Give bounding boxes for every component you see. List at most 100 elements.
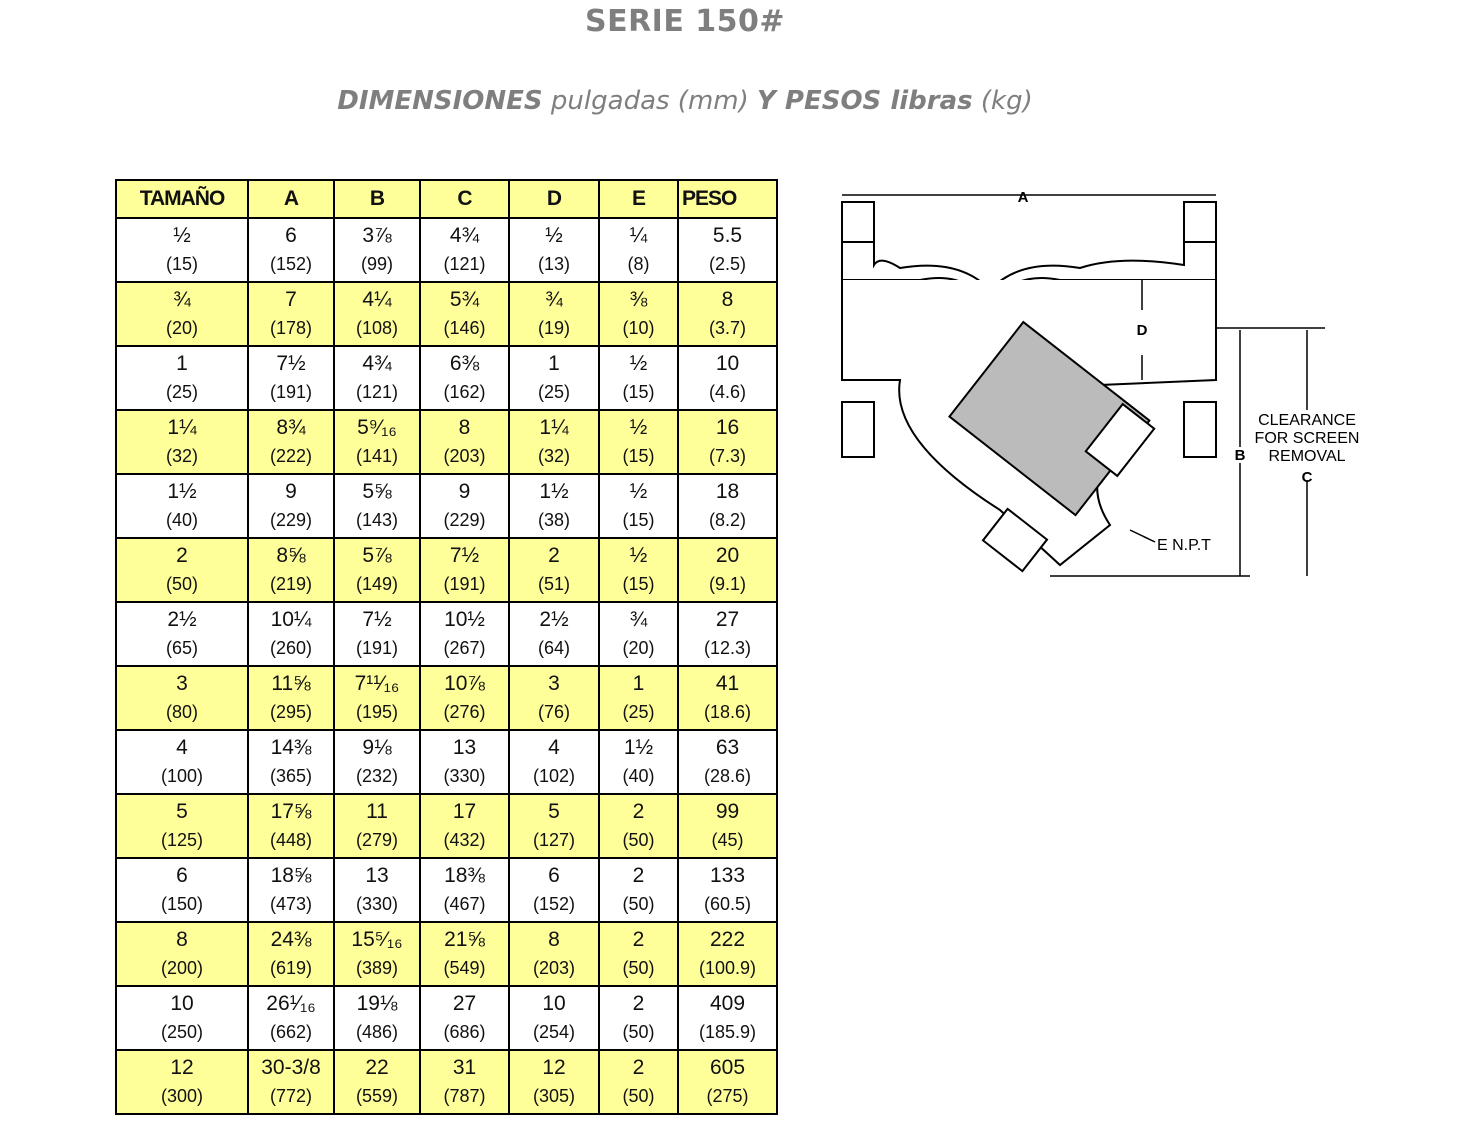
cell-peso: 27(12.3)	[677, 601, 778, 667]
cell-b: 22(559)	[333, 1049, 421, 1115]
value-inches: 18	[715, 480, 740, 503]
value-inches: 3	[548, 672, 560, 695]
table-row: 1½(40)9(229)5⅝(143)9(229)1½(38)½(15)18(8…	[115, 473, 778, 539]
value-inches: 8	[458, 416, 471, 439]
cell-c: 31(787)	[419, 1049, 510, 1115]
value-inches: 30-3/8	[261, 1056, 321, 1079]
cell-peso: 99(45)	[677, 793, 778, 859]
value-inches: 4¼	[362, 288, 392, 311]
value-inches: 13	[452, 736, 477, 759]
cell-b: 3⅞(99)	[333, 217, 421, 283]
cell-c: 18⅜(467)	[419, 857, 510, 923]
value-inches: 22	[365, 1056, 389, 1079]
cell-b: 7¹¹⁄₁₆(195)	[333, 665, 421, 731]
value-inches: 10¼	[270, 608, 312, 631]
table-row: 12(300)30-3/8(772)22(559)31(787)12(305)2…	[115, 1049, 778, 1115]
cell-tamano: 2 (50)	[115, 537, 249, 603]
value-metric: (15)	[622, 510, 655, 530]
label-d: D	[1137, 322, 1148, 339]
value-inches: 21⅝	[444, 928, 485, 951]
value-inches: 18⅝	[270, 864, 312, 887]
value-metric: (219)	[269, 574, 313, 594]
value-inches: 2	[548, 544, 560, 567]
value-metric: (38)	[537, 510, 570, 530]
value-metric: (143)	[355, 510, 399, 530]
cell-e: 2(50)	[598, 793, 679, 859]
value-metric: (619)	[269, 958, 313, 978]
value-inches: 2	[632, 992, 645, 1015]
value-metric: (50)	[165, 574, 198, 594]
cap-plug	[981, 507, 1049, 573]
value-inches: 8¾	[276, 416, 306, 439]
value-inches: 12	[542, 1056, 566, 1079]
value-inches: 10	[715, 352, 740, 375]
left-flange-bottom	[841, 401, 875, 458]
value-metric: (178)	[269, 318, 313, 338]
value-inches: 6	[176, 864, 188, 887]
cell-peso: 20(9.1)	[677, 537, 778, 603]
cell-tamano: 2½(65)	[115, 601, 249, 667]
value-metric: (50)	[622, 830, 655, 850]
cell-tamano: 8(200)	[115, 921, 249, 987]
value-metric: (20)	[165, 318, 198, 338]
cell-e: ½(15)	[598, 409, 679, 475]
cell-c: 17(432)	[419, 793, 510, 859]
value-metric: (141)	[355, 446, 399, 466]
cell-b: 4¾(121)	[333, 345, 421, 411]
value-metric: (295)	[269, 702, 313, 722]
clearance-line-2: FOR SCREEN	[1255, 430, 1360, 447]
value-inches: 1	[632, 672, 645, 695]
cell-c: 8(203)	[419, 409, 510, 475]
cell-b: 13(330)	[333, 857, 421, 923]
cell-peso: 222(100.9)	[677, 921, 778, 987]
value-inches: 12	[170, 1056, 194, 1079]
value-inches: 2	[632, 928, 645, 951]
cell-c: 27(686)	[419, 985, 510, 1051]
cell-c: 13(330)	[419, 729, 510, 795]
cell-tamano: 4(100)	[115, 729, 249, 795]
cell-e: ½(15)	[598, 537, 679, 603]
cell-d: 10(254)	[508, 985, 600, 1051]
value-inches: 605	[709, 1056, 746, 1079]
cell-b: 5⅞(149)	[333, 537, 421, 603]
value-metric: (229)	[443, 510, 486, 530]
value-metric: (25)	[537, 382, 570, 402]
cell-e: 2 (50)	[598, 921, 679, 987]
cell-c: 5¾(146)	[419, 281, 510, 347]
value-metric: (15)	[622, 446, 655, 466]
value-inches: 41	[715, 672, 740, 695]
cell-d: 2½(64)	[508, 601, 600, 667]
label-c: C	[1302, 469, 1313, 486]
value-inches: 2	[176, 544, 188, 567]
value-inches: 4	[176, 736, 188, 759]
value-metric: (3.7)	[708, 318, 746, 338]
cell-d: 2(51)	[508, 537, 600, 603]
value-metric: (191)	[443, 574, 486, 594]
cell-e: ¾(20)	[598, 601, 679, 667]
value-inches: 1¼	[539, 416, 569, 439]
page-subtitle: DIMENSIONES pulgadas (mm) Y PESOS libras…	[0, 86, 1370, 116]
value-metric: (50)	[622, 958, 655, 978]
value-inches: 19⅛	[356, 992, 398, 1015]
value-inches: 13	[365, 864, 389, 887]
cell-peso: 63(28.6)	[677, 729, 778, 795]
value-inches: 4¾	[449, 224, 480, 247]
cell-peso: 605(275)	[677, 1049, 778, 1115]
cell-b: 15⁵⁄₁₆(389)	[333, 921, 421, 987]
table-row: ½(15)6(152)3⅞(99)4¾(121)½(13)¼(8)5.5(2.5…	[115, 217, 778, 283]
cell-b: 11(279)	[333, 793, 421, 859]
value-inches: 24⅜	[270, 928, 312, 951]
value-metric: (20)	[622, 638, 655, 658]
value-inches: 9	[458, 480, 471, 503]
cell-e: 1½(40)	[598, 729, 679, 795]
value-inches: ½	[545, 224, 563, 247]
value-inches: 1½	[167, 480, 197, 503]
value-metric: (260)	[269, 638, 313, 658]
cell-tamano: 1(25)	[115, 345, 249, 411]
cell-c: 10⅞(276)	[419, 665, 510, 731]
cell-d: 12(305)	[508, 1049, 600, 1115]
value-metric: (10)	[622, 318, 655, 338]
right-flange-top	[1183, 201, 1217, 243]
value-metric: (45)	[711, 830, 744, 850]
value-metric: (60.5)	[703, 894, 752, 914]
